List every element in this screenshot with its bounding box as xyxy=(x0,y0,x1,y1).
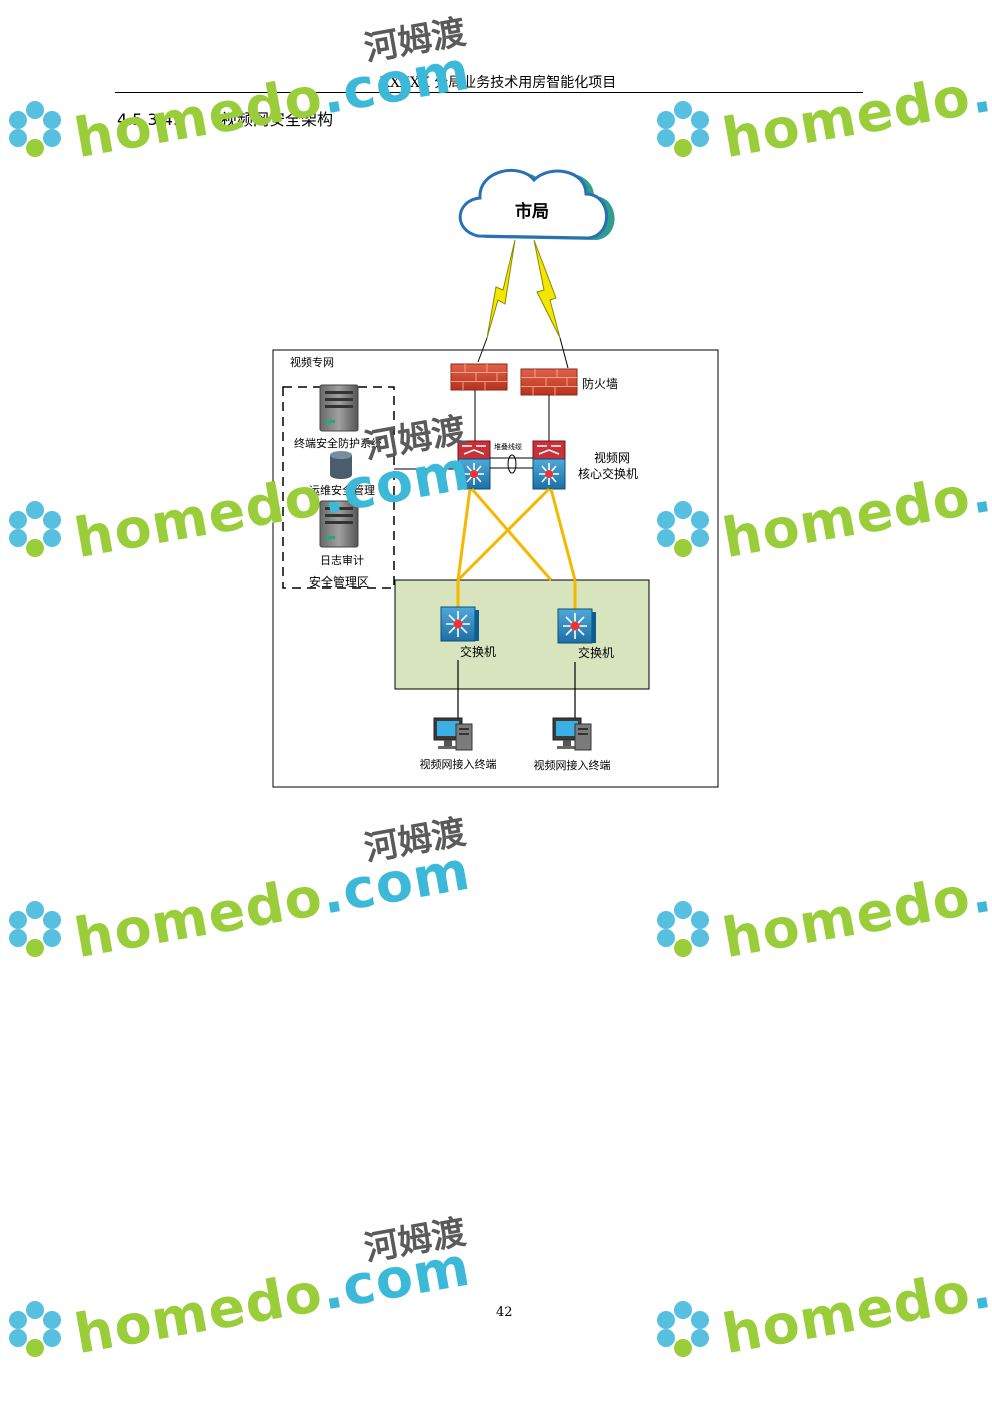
terminal-left-label: 视频网接入终端 xyxy=(420,757,497,771)
access-switch-right-icon xyxy=(557,608,597,644)
zone-label: 视频专网 xyxy=(290,355,334,369)
database-icon xyxy=(330,451,352,479)
access-switch-left-label: 交换机 xyxy=(460,644,496,659)
page-number: 42 xyxy=(496,1305,513,1320)
mgmt-item-endpoint-security: 终端安全防护系统 xyxy=(294,436,382,450)
section-title: 视频网安全架构 xyxy=(221,110,334,129)
access-switch-right-label: 交换机 xyxy=(578,645,614,660)
firewall-right-icon xyxy=(520,368,578,396)
terminal-right-label: 视频网接入终端 xyxy=(534,758,611,772)
core-switch-left-icon xyxy=(457,440,491,490)
wan-link-right xyxy=(533,239,561,339)
core-switch-right-icon xyxy=(532,440,566,490)
section-number: 4.5.3.4. xyxy=(117,110,179,129)
page-header: XXXXX 分局业务技术用房智能化项目 xyxy=(380,75,617,91)
section-heading: 4.5.3.4. 视频网安全架构 xyxy=(117,106,333,130)
security-management-zone xyxy=(282,386,395,589)
terminal-right-icon xyxy=(552,717,592,751)
access-zone xyxy=(394,579,650,690)
server-icon xyxy=(319,500,359,548)
access-switch-left-icon xyxy=(440,606,480,642)
mgmt-item-ops-security: 运维安全管理 xyxy=(309,483,375,497)
terminal-left-icon xyxy=(433,717,473,751)
cloud-label: 市局 xyxy=(515,201,549,222)
uplink-cables xyxy=(456,487,577,609)
core-switch-label-line1: 视频网 xyxy=(594,450,630,465)
cloud-icon xyxy=(458,168,615,240)
header-rule xyxy=(115,92,863,93)
mgmt-zone-label: 安全管理区 xyxy=(309,574,369,589)
server-icon xyxy=(319,384,359,432)
mgmt-item-log-audit: 日志审计 xyxy=(320,553,364,567)
core-switch-label-line2: 核心交换机 xyxy=(578,466,638,481)
firewall-left-icon xyxy=(450,363,508,391)
stack-cable-label: 堆叠线缆 xyxy=(494,442,522,451)
wan-link-left xyxy=(486,239,516,339)
firewall-label: 防火墙 xyxy=(582,376,618,391)
video-network-zone xyxy=(272,349,719,788)
